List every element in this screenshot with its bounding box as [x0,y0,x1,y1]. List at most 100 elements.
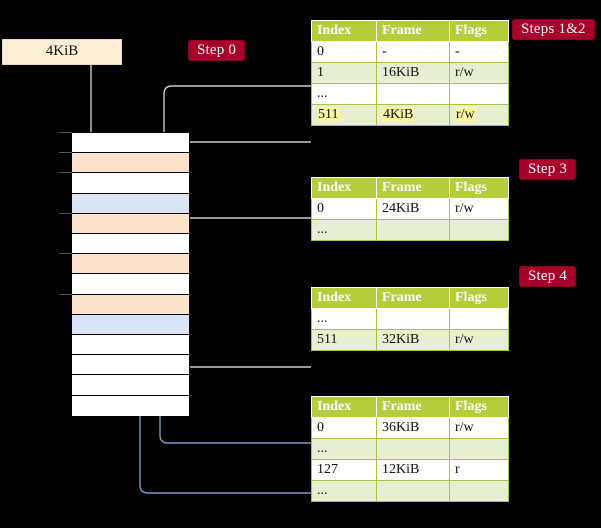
cell-index: 127 [311,459,377,481]
memory-tick [59,172,72,173]
page-table-level-2: Index Frame Flags 0 24KiB r/w ... [311,177,509,241]
column-header-index: Index [311,287,377,309]
memory-tick [59,294,72,295]
cell-flags: r/w [449,198,509,220]
cell-index: 1 [311,62,377,84]
column-header-frame: Frame [376,287,450,309]
table-row[interactable]: ... [311,438,509,460]
memory-row [72,395,189,416]
cell-flags [449,438,509,460]
cell-frame: 36KiB [376,417,450,439]
cell-frame: 24KiB [376,198,450,220]
cell-flags [449,83,509,105]
cell-frame [376,83,450,105]
page-table-level-4: Index Frame Flags 0 36KiB r/w ... 127 12… [311,396,509,502]
badge-steps-1-2: Steps 1&2 [512,19,595,40]
size-label-text: 4KiB [45,43,79,59]
column-header-index: Index [311,177,377,199]
memory-row [72,193,189,214]
table-row[interactable]: ... [311,219,509,241]
badge-step-3-label: Step 3 [528,161,568,177]
cell-flags-text: r/w [455,107,476,122]
table-row[interactable]: 127 12KiB r [311,459,509,481]
physical-memory-column [71,132,190,416]
table-row[interactable]: 0 36KiB r/w [311,417,509,439]
memory-tick [59,132,72,133]
badge-steps-1-2-label: Steps 1&2 [521,21,586,37]
cell-flags [449,480,509,502]
size-label-box: 4KiB [2,39,122,65]
cell-flags: r [449,459,509,481]
wire-t1-4kib [177,141,311,250]
cell-flags: r/w [449,104,509,126]
column-header-frame: Frame [376,20,450,42]
column-header-frame: Frame [376,177,450,199]
cell-frame: 12KiB [376,459,450,481]
column-header-index: Index [311,20,377,42]
cell-frame [376,438,450,460]
cell-flags: - [449,41,509,63]
memory-row [72,234,189,255]
cell-index: 0 [311,417,377,439]
memory-row [72,173,189,194]
column-header-frame: Frame [376,396,450,418]
memory-row [72,294,189,315]
table-row[interactable]: 0 - - [311,41,509,63]
badge-step-4-label: Step 4 [528,268,568,284]
memory-row [72,274,189,295]
cell-index: ... [311,438,377,460]
badge-step-3: Step 3 [519,159,577,180]
cell-frame-text: 4KiB [382,107,415,122]
cell-index: 0 [311,198,377,220]
cell-index: ... [311,83,377,105]
memory-row [72,133,189,154]
table-row[interactable]: ... [311,83,509,105]
column-header-flags: Flags [449,20,509,42]
memory-row [72,375,189,396]
badge-step-0: Step 0 [188,40,246,61]
cell-index: ... [311,219,377,241]
cell-index: ... [311,480,377,502]
page-table-level-1: Index Frame Flags 0 - - 1 16KiB r/w ... [311,20,509,126]
memory-row [72,213,189,234]
page-table-level-3: Index Frame Flags ... 511 32KiB r/w [311,287,509,351]
table-row[interactable]: 0 24KiB r/w [311,198,509,220]
cell-frame [376,308,450,330]
wire-t3-32kib [167,296,311,368]
badge-step-4: Step 4 [519,266,577,287]
cell-flags [449,308,509,330]
cell-frame [376,219,450,241]
column-header-flags: Flags [449,177,509,199]
cell-frame: 4KiB [376,104,450,126]
cell-index: ... [311,308,377,330]
column-header-flags: Flags [449,287,509,309]
cell-index: 511 [311,329,377,351]
cell-index: 0 [311,41,377,63]
memory-tick [59,152,72,153]
table-row[interactable]: 511 32KiB r/w [311,329,509,351]
memory-row [72,153,189,174]
table-row-highlighted[interactable]: 511 4KiB r/w [311,104,509,126]
table-row[interactable]: ... [311,480,509,502]
memory-row [72,314,189,335]
cell-flags: r/w [449,329,509,351]
memory-tick [59,253,72,254]
cell-frame: - [376,41,450,63]
memory-row [72,355,189,376]
wire-t2-24kib [177,217,311,269]
badge-step-0-label: Step 0 [197,42,237,58]
memory-row [72,254,189,275]
cell-frame: 16KiB [376,62,450,84]
table-row[interactable]: 1 16KiB r/w [311,62,509,84]
memory-tick [59,213,72,214]
cell-flags: r/w [449,417,509,439]
column-header-index: Index [311,396,377,418]
cell-flags: r/w [449,62,509,84]
cell-frame [376,480,450,502]
cell-frame: 32KiB [376,329,450,351]
cell-index-text: 511 [317,107,340,122]
table-row[interactable]: ... [311,308,509,330]
memory-row [72,335,189,356]
cell-index: 511 [311,104,377,126]
